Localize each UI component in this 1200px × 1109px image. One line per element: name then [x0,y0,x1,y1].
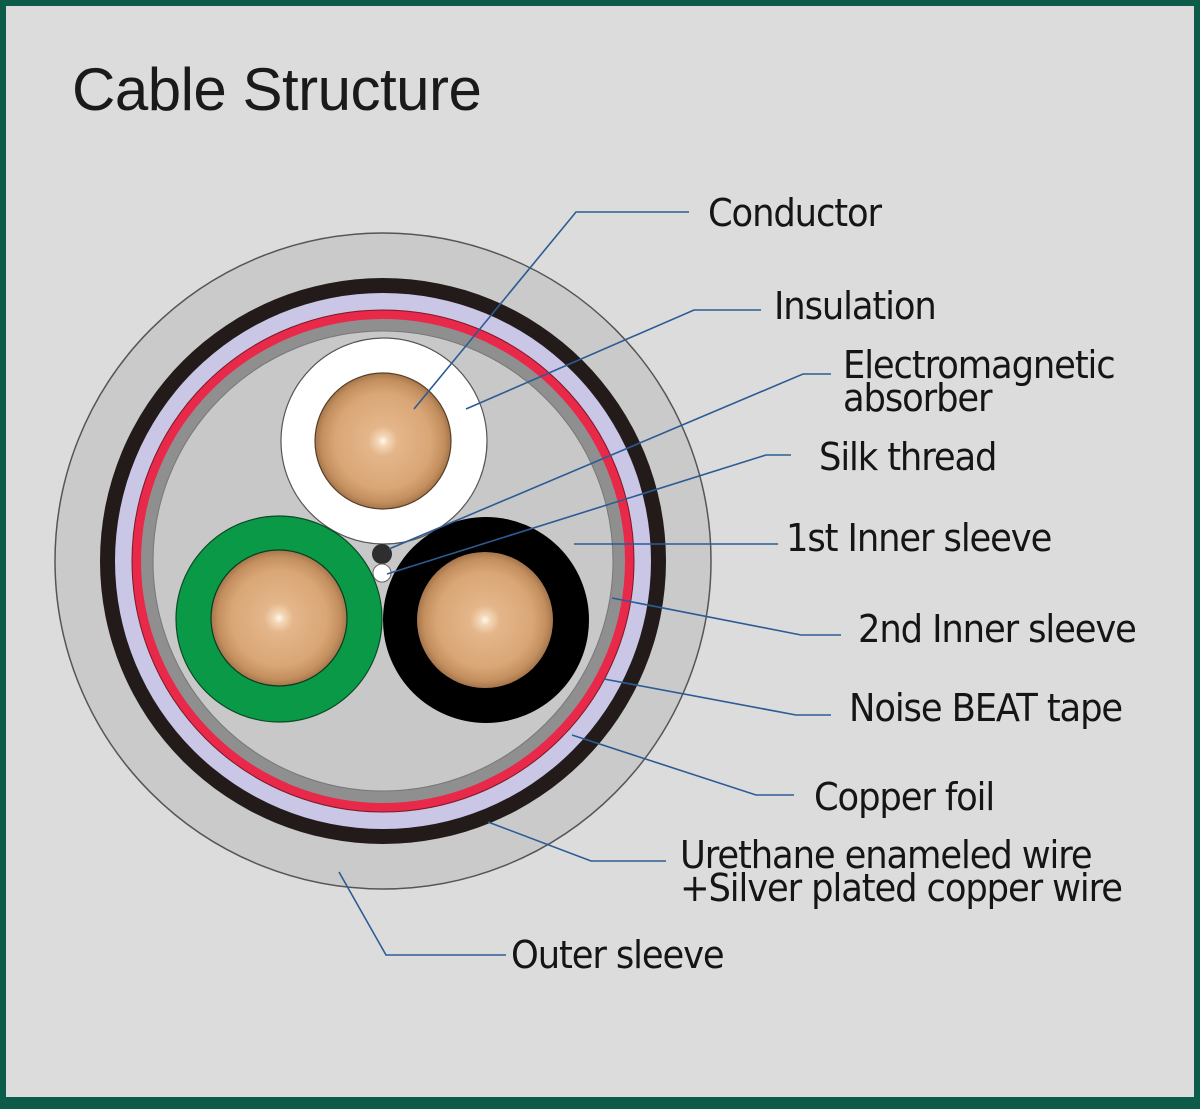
label-copper-foil: Copper foil [814,775,995,819]
core-white [280,337,488,545]
label-urethane-wire: Urethane enameled wire +Silver plated co… [680,833,1123,911]
label-urethane-wire-line1: Urethane enameled wire [680,833,1093,877]
leader-line-noise-beat-tape [603,678,831,716]
leader-line-copper-foil [571,734,794,796]
leader-line-insulation [465,309,761,410]
label-outer-sleeve: Outer sleeve [511,933,725,977]
label-noise-beat-tape-text: Noise BEAT tape [849,686,1123,730]
electromagnetic-absorber-element [372,544,392,564]
core-black [383,517,589,723]
label-conductor: Conductor [708,191,882,235]
conductor-right [417,552,553,688]
conductor-top [314,372,452,510]
label-silk-thread: Silk thread [819,435,997,479]
label-noise-beat-tape: Noise BEAT tape [849,686,1123,730]
label-insulation-text: Insulation [774,284,937,328]
cable-cross-section [54,211,841,956]
label-second-inner-sleeve: 2nd Inner sleeve [858,607,1137,651]
leader-line-electromagnetic-absorber [388,373,831,550]
label-first-inner-sleeve: 1st Inner sleeve [786,516,1052,560]
leader-line-second-inner-sleeve [611,597,841,636]
leader-line-conductor [413,211,689,410]
label-outer-sleeve-text: Outer sleeve [511,933,725,977]
label-insulation: Insulation [774,284,937,328]
page-title: Cable Structure [72,56,482,123]
leader-line-urethane-wire [487,821,666,862]
label-silk-thread-text: Silk thread [819,435,997,479]
leader-line-outer-sleeve [338,871,506,956]
conductor-left [210,549,348,687]
label-conductor-text: Conductor [708,191,882,235]
core-green [175,515,383,723]
label-second-inner-sleeve-text: 2nd Inner sleeve [858,607,1137,651]
label-urethane-wire-line2: +Silver plated copper wire [680,866,1123,911]
leader-line-silk-thread [386,454,791,575]
label-copper-foil-text: Copper foil [814,775,995,819]
label-electromagnetic-absorber-line1: Electromagnetic [843,343,1116,387]
label-first-inner-sleeve-text: 1st Inner sleeve [786,516,1052,560]
label-electromagnetic-absorber-line2: absorber [843,376,993,421]
label-electromagnetic-absorber: Electromagnetic absorber [843,343,1116,421]
